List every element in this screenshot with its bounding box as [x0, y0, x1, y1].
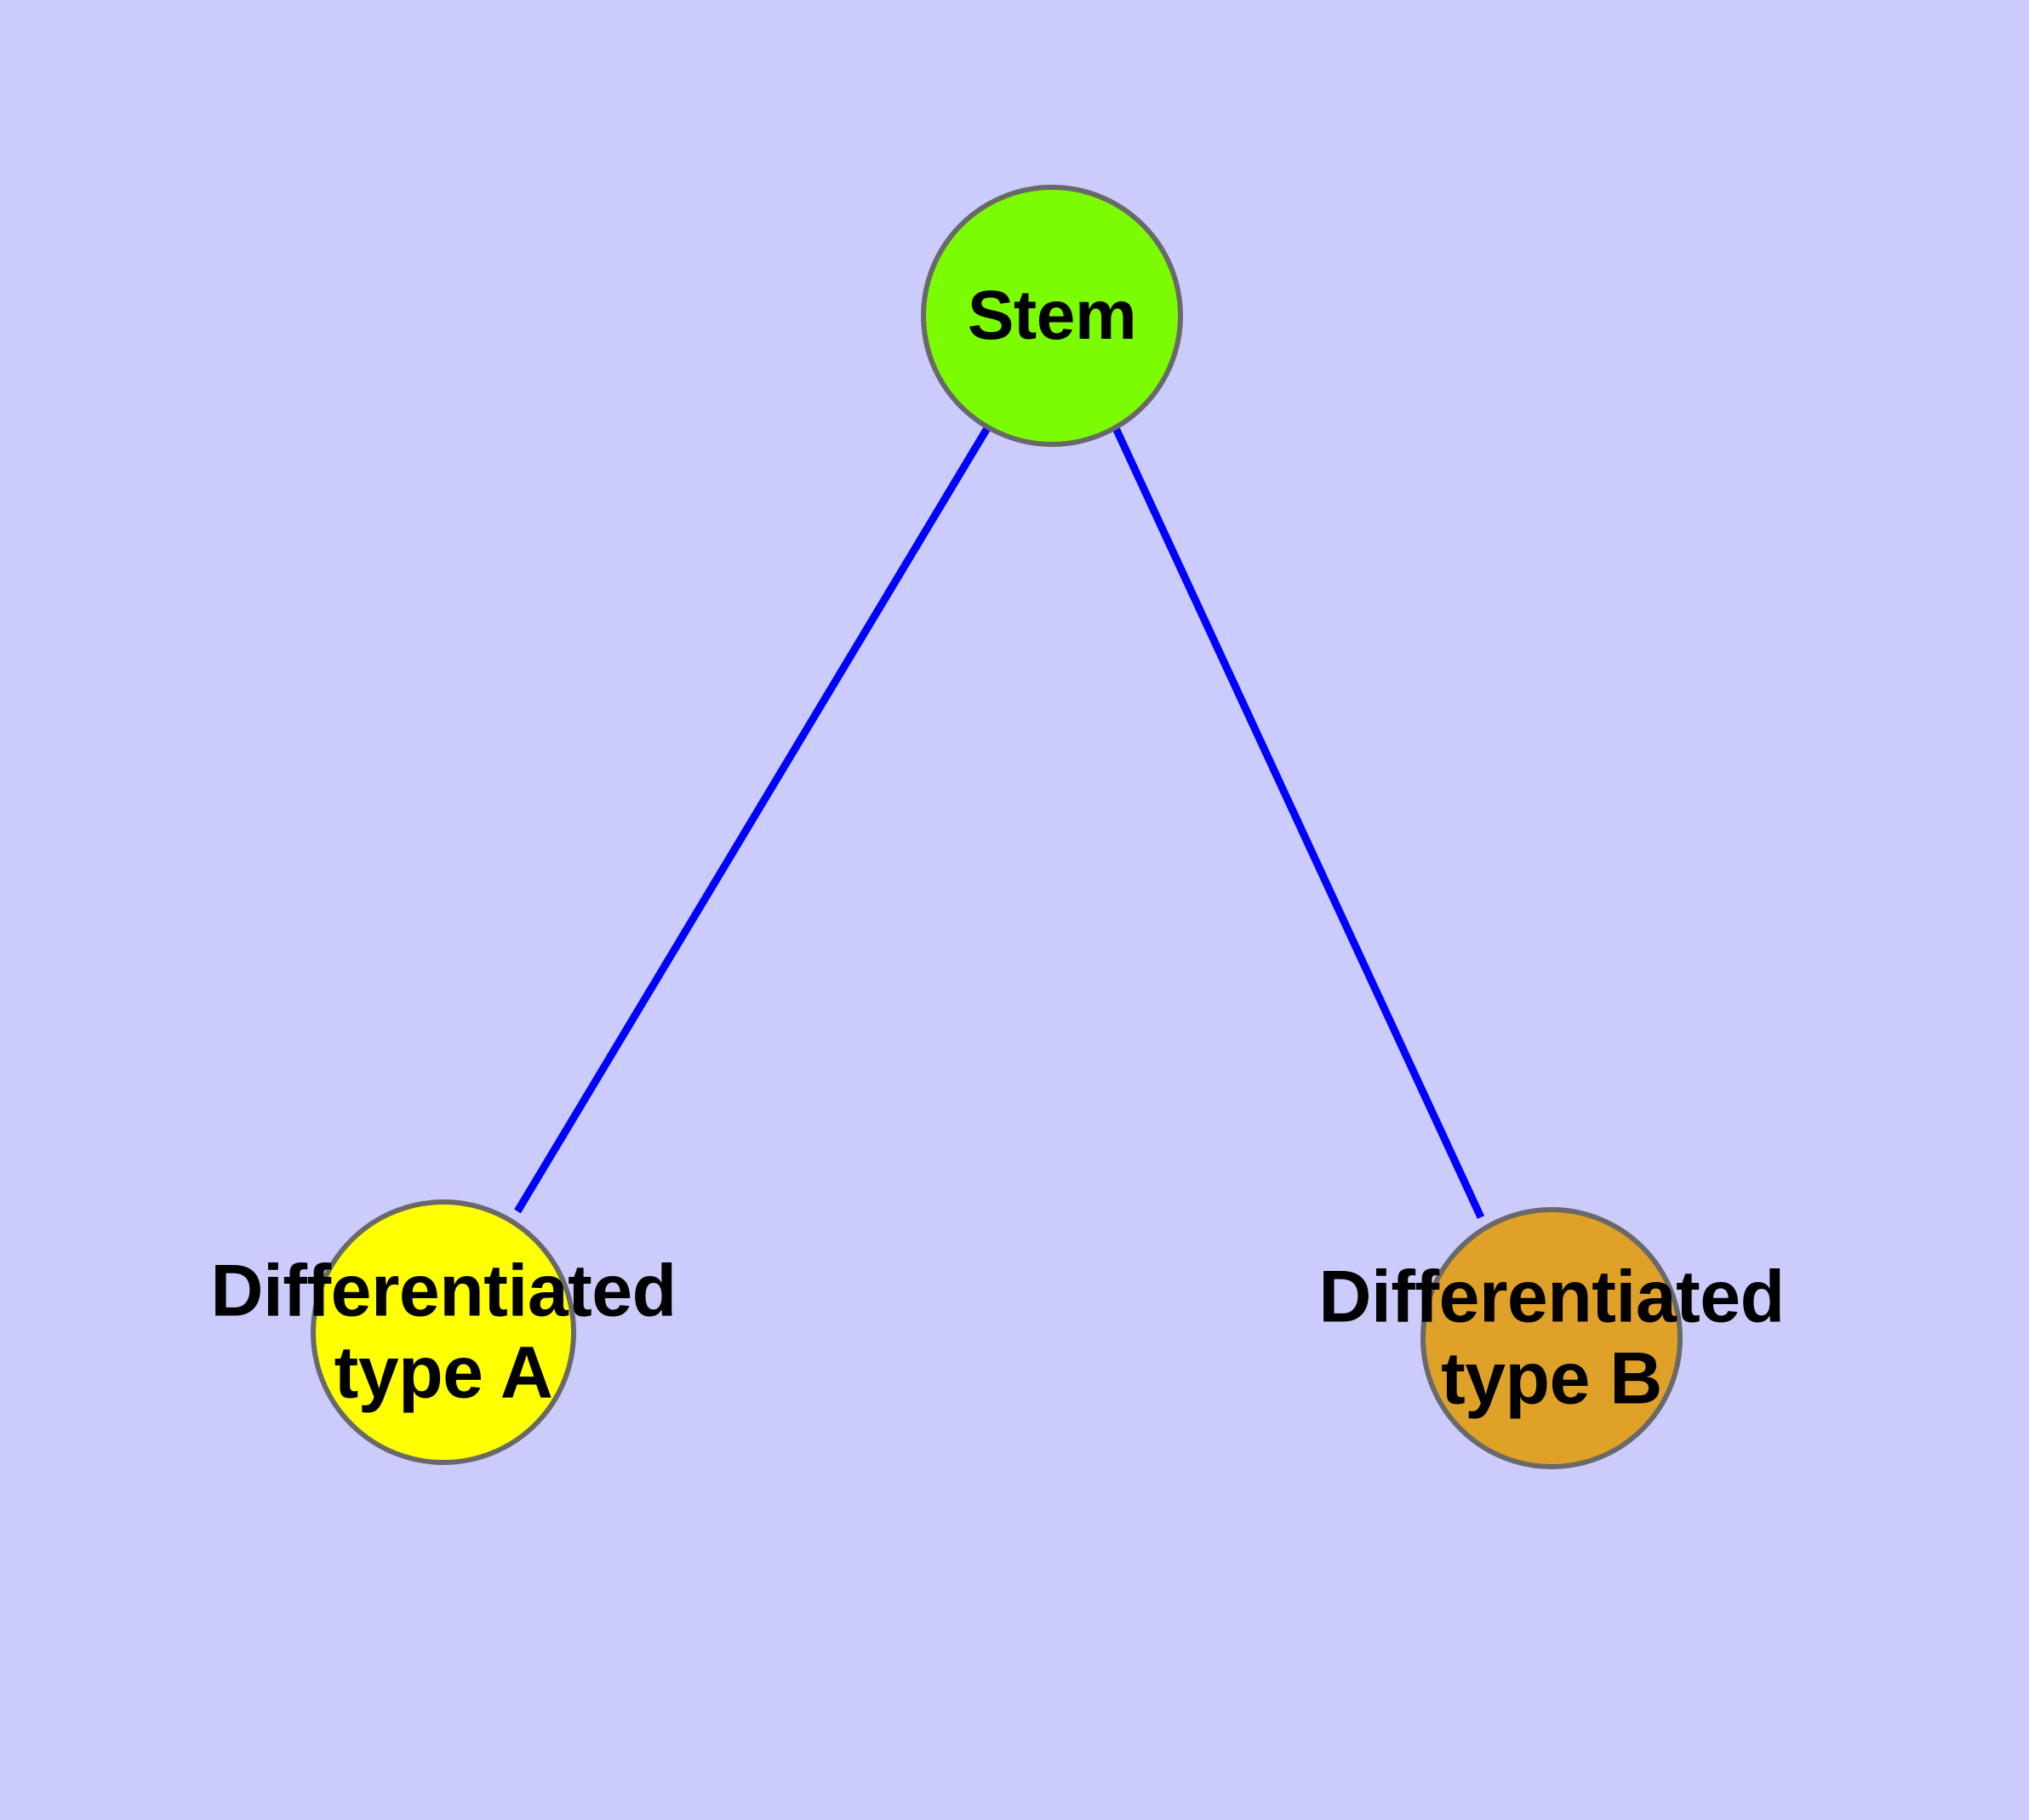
- graph-node-diff_b[interactable]: [1420, 1207, 1683, 1469]
- graph-node-diff_a[interactable]: [311, 1199, 576, 1465]
- graph-edge-stem-diff_a[interactable]: [514, 426, 991, 1214]
- edges-layer: [514, 426, 1485, 1219]
- nodes-layer: [311, 185, 1683, 1469]
- graph-edge-stem-diff_b[interactable]: [1112, 426, 1485, 1219]
- graph-node-stem[interactable]: [921, 185, 1183, 447]
